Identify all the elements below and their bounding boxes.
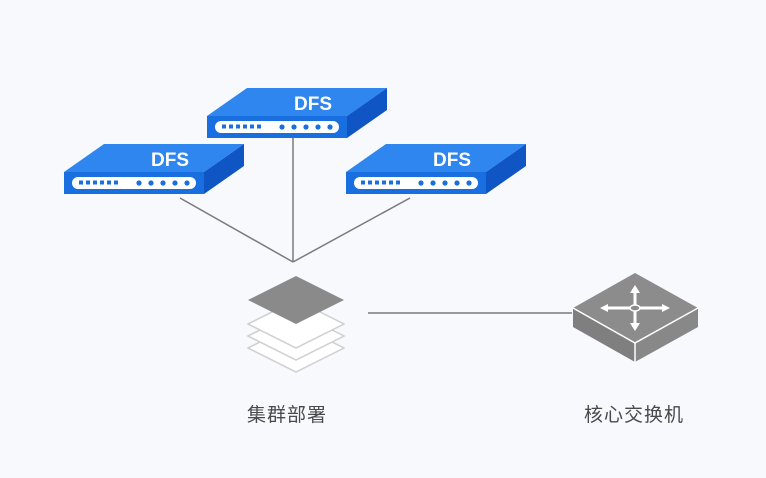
- core-switch-icon: [572, 273, 699, 362]
- cluster-label: 集群部署: [247, 404, 328, 426]
- server-label: DFS: [433, 150, 471, 171]
- link-server-left: [179, 197, 294, 263]
- dfs-server-middle: DFS: [207, 88, 387, 138]
- link-server-right: [292, 197, 411, 263]
- dfs-server-left: DFS: [64, 144, 244, 194]
- switch-label: 核心交换机: [584, 404, 685, 426]
- cluster-layers-icon: [246, 276, 346, 373]
- arrows-icon: [600, 285, 670, 331]
- server-label: DFS: [294, 94, 332, 115]
- server-label: DFS: [151, 150, 189, 171]
- dfs-server-right: DFS: [346, 144, 526, 194]
